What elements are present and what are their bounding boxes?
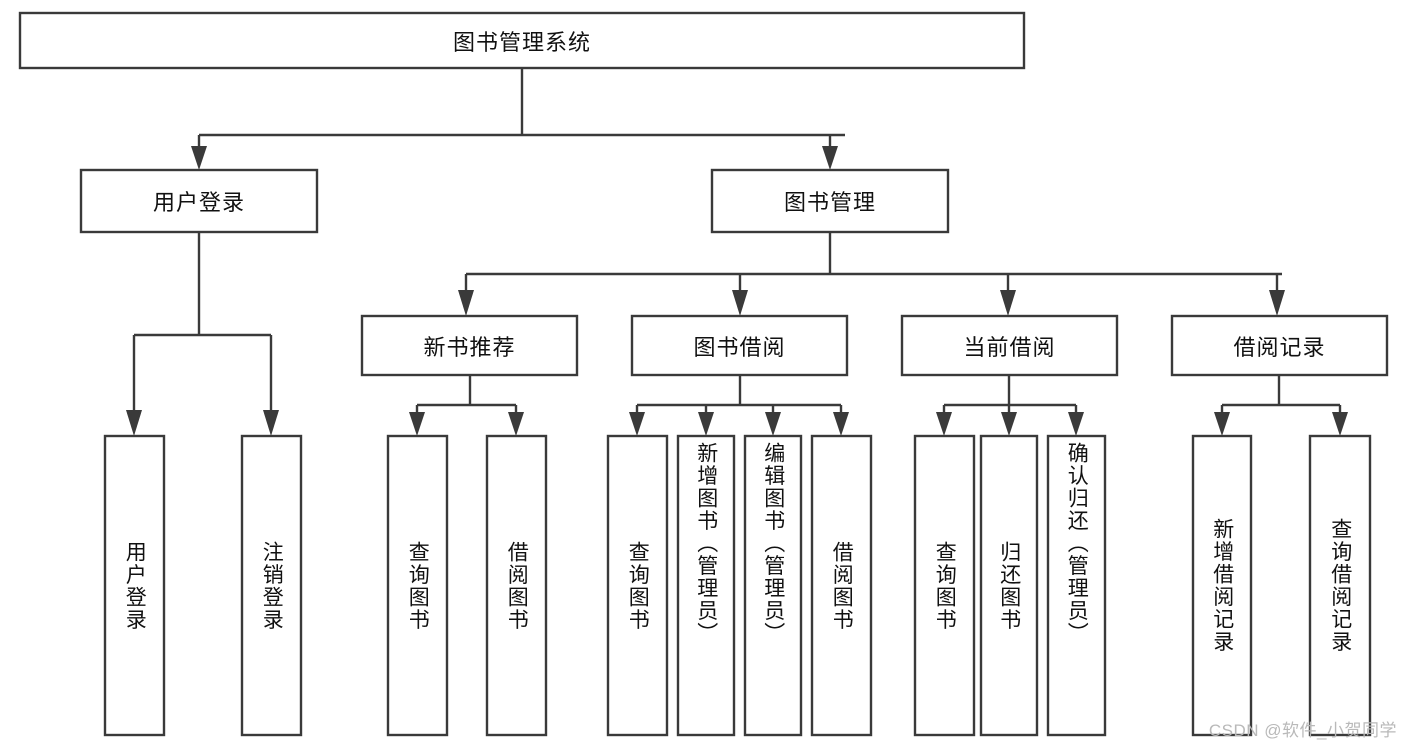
arrow-borrow-to-borrowbook	[833, 412, 849, 436]
edge-group-current	[936, 375, 1084, 436]
leaf-query-book-current[interactable]	[913, 434, 976, 737]
edge-group-record	[1214, 375, 1348, 436]
leaf-borrow-book[interactable]	[810, 434, 873, 737]
node-current-borrow[interactable]	[900, 314, 1119, 377]
arrow-current-to-query	[936, 412, 952, 436]
arrow-borrow-to-editbook	[765, 412, 781, 436]
arrow-bookmgmt-to-record	[1269, 290, 1285, 316]
arrow-login-to-logout	[263, 410, 279, 436]
arrow-record-to-addrecord	[1214, 412, 1230, 436]
leaf-query-borrow-record[interactable]	[1308, 434, 1372, 737]
node-new-book-recommend[interactable]	[360, 314, 579, 377]
arrow-newbook-to-borrow	[508, 412, 524, 436]
leaf-user-login[interactable]	[103, 434, 166, 737]
leaf-confirm-return-admin[interactable]	[1046, 434, 1107, 737]
leaf-add-book-admin[interactable]	[676, 434, 736, 737]
leaf-query-book-borrow[interactable]	[606, 434, 669, 737]
node-book-management[interactable]	[710, 168, 950, 234]
leaf-edit-book-admin[interactable]	[743, 434, 803, 737]
edge-group-borrow	[629, 375, 849, 436]
node-borrow-record[interactable]	[1170, 314, 1389, 377]
arrow-borrow-to-query	[629, 412, 645, 436]
arrow-record-to-queryrecord	[1332, 412, 1348, 436]
leaf-add-borrow-record[interactable]	[1191, 434, 1253, 737]
arrow-login-to-userlogin	[126, 410, 142, 436]
node-user-login[interactable]	[79, 168, 319, 234]
arrow-bookmgmt-to-current	[1000, 290, 1016, 316]
arrow-bookmgmt-to-borrow	[732, 290, 748, 316]
arrow-borrow-to-addbook	[698, 412, 714, 436]
arrow-root-to-login	[191, 146, 207, 170]
edge-group-login	[126, 232, 279, 436]
arrow-bookmgmt-to-newbook	[458, 290, 474, 316]
leaf-return-book[interactable]	[979, 434, 1039, 737]
edge-group-bookmgmt	[458, 232, 1285, 316]
edge-group-newbook	[409, 375, 524, 436]
leaf-logout[interactable]	[240, 434, 303, 737]
csdn-watermark: CSDN @软件_小贺同学	[1208, 721, 1397, 740]
arrow-newbook-to-query	[409, 412, 425, 436]
edge-group-root	[191, 68, 845, 170]
arrow-root-to-bookmgmt	[822, 146, 838, 170]
arrow-current-to-confirm	[1068, 412, 1084, 436]
arrow-current-to-return	[1001, 412, 1017, 436]
node-book-borrow[interactable]	[630, 314, 849, 377]
node-root-book-management-system[interactable]	[18, 11, 1026, 70]
leaf-query-book-newbook[interactable]	[386, 434, 449, 737]
leaf-borrow-book-newbook[interactable]	[485, 434, 548, 737]
